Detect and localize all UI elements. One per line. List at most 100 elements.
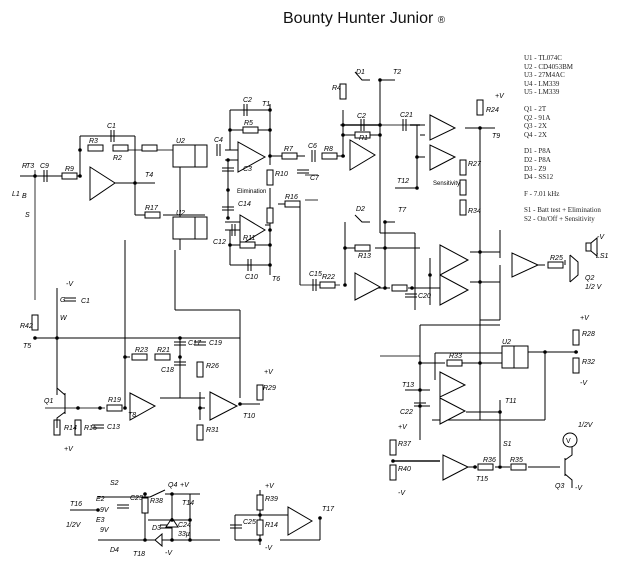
legend-line: Q1 - 2T bbox=[524, 104, 547, 113]
label-t1: T1 bbox=[262, 101, 270, 108]
label-r3: R3 bbox=[89, 138, 98, 145]
label-g-node: G bbox=[60, 297, 66, 304]
label-w-node: W bbox=[60, 315, 68, 322]
legend-line: U2 - CD4053BM bbox=[524, 62, 574, 71]
label-t2: T2 bbox=[393, 69, 401, 76]
label-q1: Q1 bbox=[44, 398, 53, 405]
label-c6: C6 bbox=[308, 143, 317, 150]
legend-line: U5 - LM339 bbox=[524, 88, 560, 97]
label-c3: C3 bbox=[243, 166, 252, 173]
label-c14: C14 bbox=[238, 201, 251, 208]
label-r36: R36 bbox=[483, 457, 496, 464]
label-sensitivity: Sensitivity bbox=[433, 181, 460, 187]
label-c25: C25 bbox=[243, 519, 256, 526]
opamp-u4-2 bbox=[129, 392, 157, 421]
legend-line: D1 - P8A bbox=[524, 147, 551, 156]
u2-switch-blocks bbox=[172, 144, 529, 369]
legend-line: Q4 - 2X bbox=[524, 130, 547, 139]
label-r9: R9 bbox=[65, 166, 74, 173]
label-l1: L1 bbox=[12, 191, 20, 198]
label-t9: T9 bbox=[492, 133, 500, 140]
label-t15: T15 bbox=[476, 476, 488, 483]
label-r7: R7 bbox=[284, 146, 294, 153]
legend-line: Q3 - 2X bbox=[524, 122, 547, 131]
label-plus-v-1: +V bbox=[495, 93, 505, 100]
label-c17: C17 bbox=[188, 340, 202, 347]
opamp-u1-1 bbox=[89, 166, 116, 201]
label-half-v-2: 1/2V bbox=[578, 422, 594, 429]
label-r35: R35 bbox=[510, 457, 523, 464]
label-r16: R16 bbox=[285, 194, 298, 201]
label-r38: R38 bbox=[150, 498, 163, 505]
label-t8: T8 bbox=[128, 412, 136, 419]
opamp-u3-3 bbox=[429, 114, 457, 141]
legend-line: S1 - Batt test + Elimination bbox=[524, 206, 601, 215]
legend-line: U1 - TL074C bbox=[524, 54, 562, 62]
opamp-u1-2 bbox=[237, 141, 267, 173]
label-q4: Q4 bbox=[168, 482, 177, 489]
label-r22: R22 bbox=[322, 274, 335, 281]
label-t17: T17 bbox=[322, 506, 335, 513]
label-t4: T4 bbox=[145, 172, 153, 179]
label-c10: C10 bbox=[245, 274, 258, 281]
legend-line: Q2 - 91A bbox=[524, 113, 551, 122]
label-e2: E2 bbox=[96, 496, 105, 503]
d4-diode-icon bbox=[154, 532, 163, 548]
legend-line: U4 - LM339 bbox=[524, 79, 560, 88]
label-c4: C4 bbox=[214, 137, 223, 144]
label-c2: C2 bbox=[357, 113, 366, 120]
label-plus-v-5: +V bbox=[264, 369, 274, 376]
label-r32: R32 bbox=[582, 359, 595, 366]
label-r14b: R14 bbox=[265, 522, 278, 529]
registered-mark: ® bbox=[437, 15, 446, 26]
legend-ics: U1 - TL074C U2 - CD4053BM U3 - 27M4AC U4… bbox=[524, 54, 601, 97]
label-r34: R34 bbox=[468, 208, 481, 215]
label-r21: R21 bbox=[157, 347, 170, 354]
op-amps bbox=[89, 114, 540, 536]
label-half-v-3: 1/2V bbox=[66, 522, 82, 529]
label-u2-top: U2 bbox=[176, 138, 185, 145]
label-t12: T12 bbox=[397, 178, 409, 185]
label-c24-value: 33µ bbox=[178, 531, 190, 538]
label-c18: C18 bbox=[161, 367, 174, 374]
label-ls1: LS1 bbox=[596, 253, 609, 260]
legend-line: S2 - On/Off + Sensitivity bbox=[524, 214, 595, 223]
label-u2-mid: U2 bbox=[176, 210, 185, 217]
legend-switches: S1 - Batt test + Elimination S2 - On/Off… bbox=[524, 206, 601, 223]
label-bat-9v-2: 9V bbox=[100, 527, 110, 534]
label-c2b: C2 bbox=[243, 97, 252, 104]
opamp-u4-1 bbox=[439, 397, 467, 425]
label-bat-9v-1: 9V bbox=[100, 507, 110, 514]
legend-frequency: F - 7.01 kHz bbox=[524, 189, 560, 198]
label-t10: T10 bbox=[243, 413, 255, 420]
label-r-node: R bbox=[22, 163, 27, 170]
resistors bbox=[31, 83, 580, 536]
wires bbox=[20, 79, 578, 545]
legend-transistors: Q1 - 2T Q2 - 91A Q3 - 2X Q4 - 2X bbox=[524, 105, 601, 139]
label-t13: T13 bbox=[402, 382, 414, 389]
parts-legend: U1 - TL074C U2 - CD4053BM U3 - 27M4AC U4… bbox=[524, 54, 601, 224]
legend-line: U3 - 27M4AC bbox=[524, 71, 565, 80]
label-t14: T14 bbox=[182, 500, 194, 507]
capacitors bbox=[43, 104, 426, 529]
opamp-u3-4 bbox=[429, 144, 457, 171]
label-minus-v-4: -V bbox=[575, 485, 583, 492]
semiconductors bbox=[56, 71, 598, 548]
label-c22: C22 bbox=[400, 409, 413, 416]
label-minus-v-7: -V bbox=[265, 545, 273, 552]
opamp-u3-4b bbox=[442, 454, 470, 481]
label-minus-v-speaker: -V bbox=[597, 234, 605, 241]
label-b-node: B bbox=[22, 193, 27, 200]
label-q2: Q2 bbox=[585, 275, 594, 282]
label-r10: R10 bbox=[275, 171, 288, 178]
label-d1: D1 bbox=[356, 69, 365, 76]
voltmeter-icon bbox=[562, 432, 578, 448]
legend-line: D2 - P8A bbox=[524, 155, 551, 164]
label-r19: R19 bbox=[108, 397, 121, 404]
label-c1b: C1 bbox=[107, 123, 116, 130]
label-d3: D3 bbox=[152, 525, 161, 532]
label-s1: S1 bbox=[503, 441, 512, 448]
label-t5: T5 bbox=[23, 343, 31, 350]
label-plus-v-6: +V bbox=[180, 482, 190, 489]
opamp-u5-2 bbox=[439, 244, 470, 276]
